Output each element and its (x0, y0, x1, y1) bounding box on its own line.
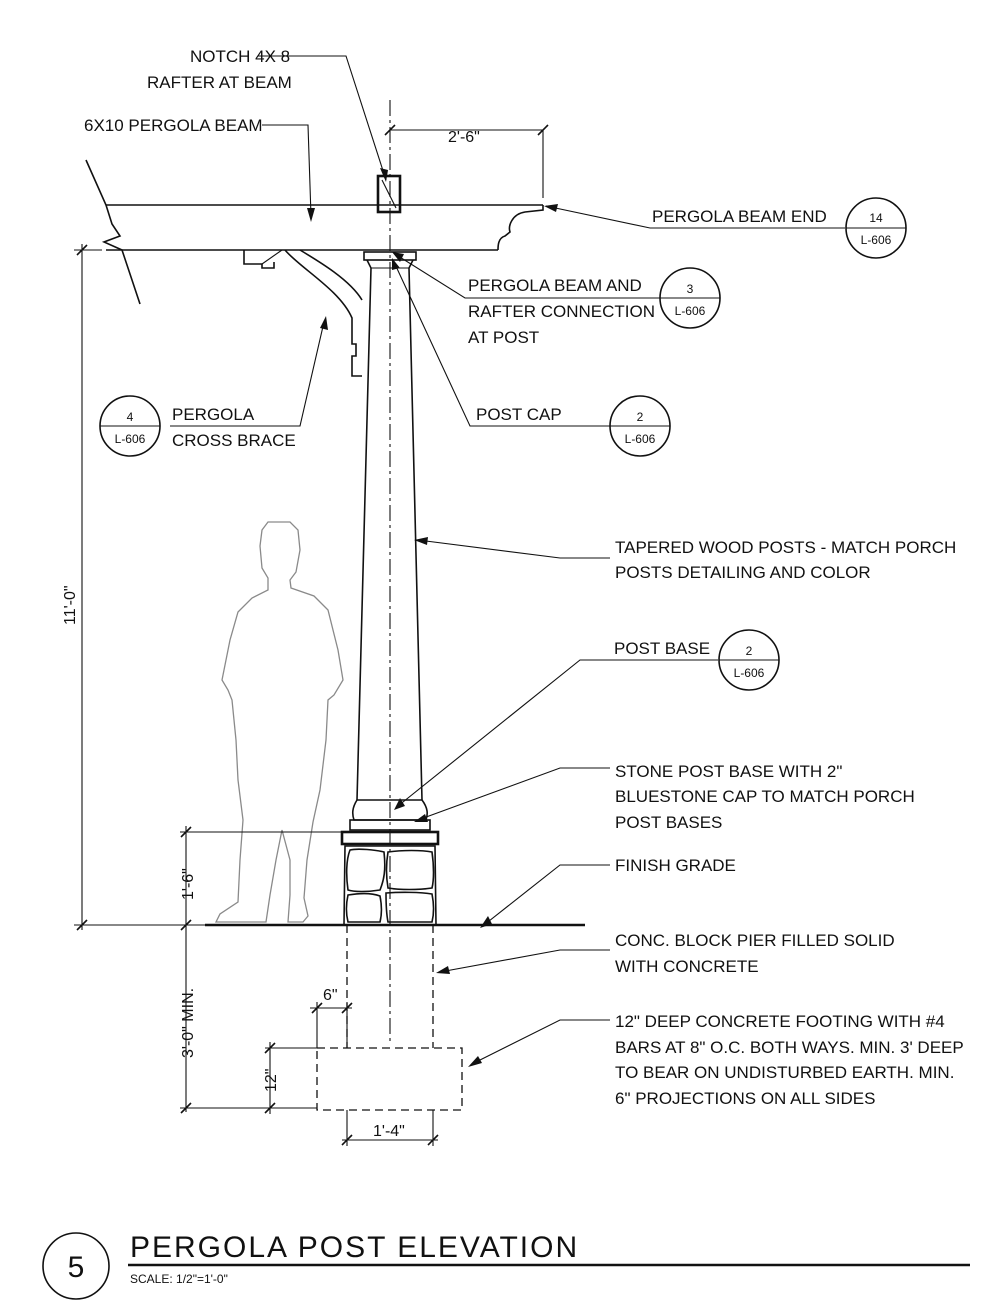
label-stone-line3: POST BASES (615, 813, 722, 832)
svg-text:2: 2 (746, 644, 753, 658)
svg-text:L-606: L-606 (115, 432, 146, 446)
label-pier-line2: WITH CONCRETE (615, 957, 759, 976)
concrete-block-pier (346, 925, 434, 1048)
title-number: 5 (68, 1251, 85, 1284)
dimension-footing-depth (264, 1042, 317, 1114)
label-tapered-line1: TAPERED WOOD POSTS - MATCH PORCH (615, 538, 956, 557)
label-footing-line3: TO BEAR ON UNDISTURBED EARTH. MIN. (615, 1063, 954, 1082)
label-beam: 6X10 PERGOLA BEAM (84, 116, 263, 135)
label-finish-grade: FINISH GRADE (615, 856, 736, 875)
label-stone-line1: STONE POST BASE WITH 2" (615, 762, 842, 781)
label-connection-line1: PERGOLA BEAM AND (468, 276, 642, 295)
dimension-base-height (180, 826, 345, 1114)
label-footing-line2: BARS AT 8" O.C. BOTH WAYS. MIN. 3' DEEP (615, 1038, 964, 1057)
label-connection-line2: RAFTER CONNECTION (468, 302, 655, 321)
detail-tag-connection: 3 L-606 (659, 267, 721, 329)
svg-text:2: 2 (637, 410, 644, 424)
svg-text:L-606: L-606 (625, 432, 656, 446)
detail-tag-cross-brace: 4 L-606 (99, 395, 161, 457)
notched-rafter (376, 174, 402, 214)
human-figure-silhouette (214, 521, 344, 923)
dim-footing-width-text: 1'-4" (373, 1123, 405, 1140)
dim-overhang-text: 2'-6" (448, 129, 480, 146)
label-notch-line1: NOTCH 4X 8 (190, 47, 290, 66)
svg-text:4: 4 (127, 410, 134, 424)
label-beam-end: PERGOLA BEAM END (652, 207, 827, 226)
label-connection-line3: AT POST (468, 328, 539, 347)
label-footing-line1: 12" DEEP CONCRETE FOOTING WITH #4 (615, 1012, 945, 1031)
detail-tag-beam-end: 14 L-606 (845, 197, 907, 259)
detail-tag-post-base: 2 L-606 (718, 629, 780, 691)
svg-text:3: 3 (687, 282, 694, 296)
dimension-projection (310, 1002, 353, 1048)
svg-text:L-606: L-606 (861, 233, 892, 247)
label-cross-brace-line1: PERGOLA (172, 405, 255, 424)
dim-footing-depth-text: 12" (263, 1069, 280, 1092)
dim-pier-depth-text: 3'-0" MIN. (180, 988, 197, 1058)
detail-tag-post-cap: 2 L-606 (609, 395, 671, 457)
label-post-cap: POST CAP (476, 405, 562, 424)
concrete-footing (316, 1047, 463, 1111)
title-number-circle (42, 1232, 110, 1300)
dimension-overhang (384, 124, 549, 198)
label-tapered-line2: POSTS DETAILING AND COLOR (615, 563, 871, 582)
label-post-base: POST BASE (614, 639, 710, 658)
title-text: PERGOLA POST ELEVATION (130, 1231, 579, 1264)
label-notch-line2: RAFTER AT BEAM (147, 73, 292, 92)
leader-lines (170, 55, 845, 1065)
svg-text:L-606: L-606 (734, 666, 765, 680)
label-footing-line4: 6" PROJECTIONS ON ALL SIDES (615, 1089, 875, 1108)
label-pier-line1: CONC. BLOCK PIER FILLED SOLID (615, 931, 895, 950)
dimension-overall-height (74, 244, 205, 931)
title-scale: SCALE: 1/2"=1'-0" (130, 1272, 228, 1286)
svg-text:L-606: L-606 (675, 304, 706, 318)
dim-projection-text: 6" (323, 987, 338, 1004)
label-cross-brace-line2: CROSS BRACE (172, 431, 296, 450)
dimension-footing-width (341, 1110, 439, 1146)
dim-base-height-text: 1'-6" (180, 868, 197, 900)
cross-brace (243, 249, 363, 377)
title-block: 5 PERGOLA POST ELEVATION SCALE: 1/2"=1'-… (42, 1231, 970, 1300)
pergola-beam (85, 159, 544, 305)
leader-arrowheads (307, 168, 558, 1067)
dim-overall-height-text: 11'-0" (62, 585, 79, 625)
label-stone-line2: BLUESTONE CAP TO MATCH PORCH (615, 787, 915, 806)
svg-text:14: 14 (869, 211, 883, 225)
